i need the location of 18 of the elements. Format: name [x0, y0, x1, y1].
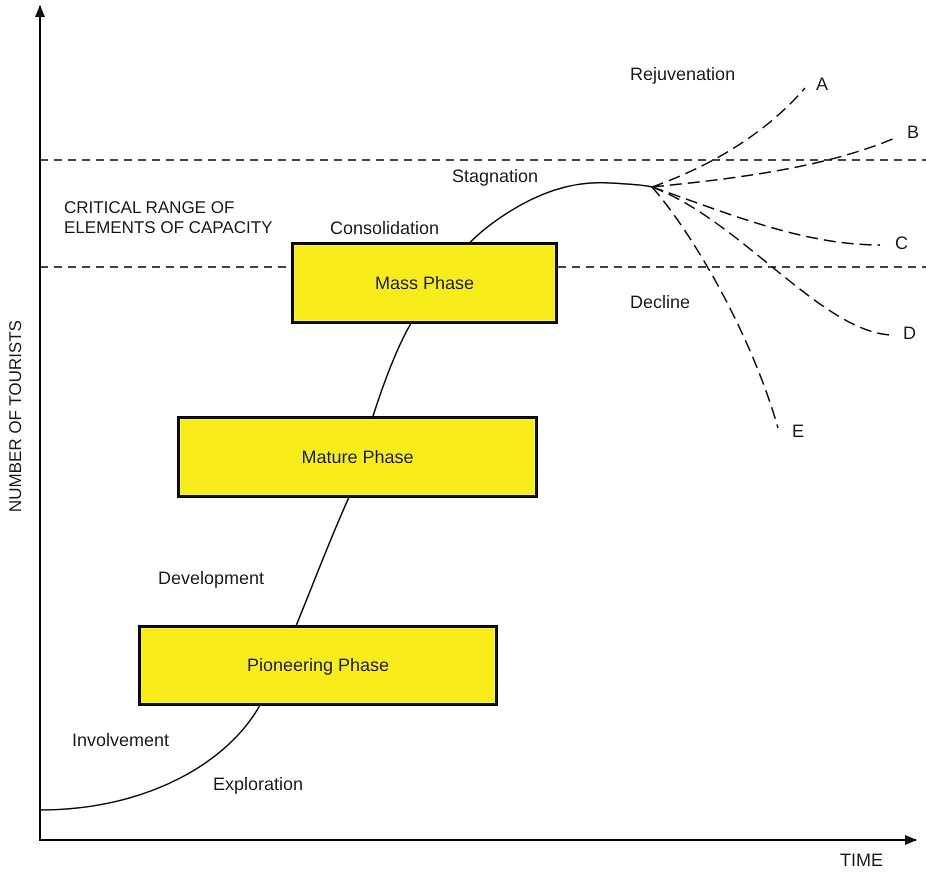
stage-label: Consolidation: [330, 218, 440, 240]
stage-label: Exploration: [213, 774, 304, 796]
curve-end-label: E: [792, 421, 804, 443]
stage-label: Decline: [630, 292, 690, 314]
stage-label: Stagnation: [452, 166, 538, 188]
stage-label: Rejuvenation: [630, 64, 736, 86]
axis-label: NUMBER OF TOURISTS: [6, 320, 26, 512]
curve-end-label: D: [903, 323, 916, 345]
axis-label: TIME: [840, 850, 883, 872]
curve-end-label: C: [895, 233, 908, 255]
stage-label: Development: [158, 568, 264, 590]
range-label: CRITICAL RANGE OF ELEMENTS OF CAPACITY: [64, 198, 274, 239]
curve-end-label: B: [907, 122, 920, 144]
stage-label: Involvement: [72, 730, 170, 752]
phase-label: Mass Phase: [374, 272, 474, 294]
curve-end-label: A: [816, 74, 828, 96]
phase-label: Mature Phase: [301, 446, 414, 468]
phase-label: Pioneering Phase: [246, 655, 390, 676]
